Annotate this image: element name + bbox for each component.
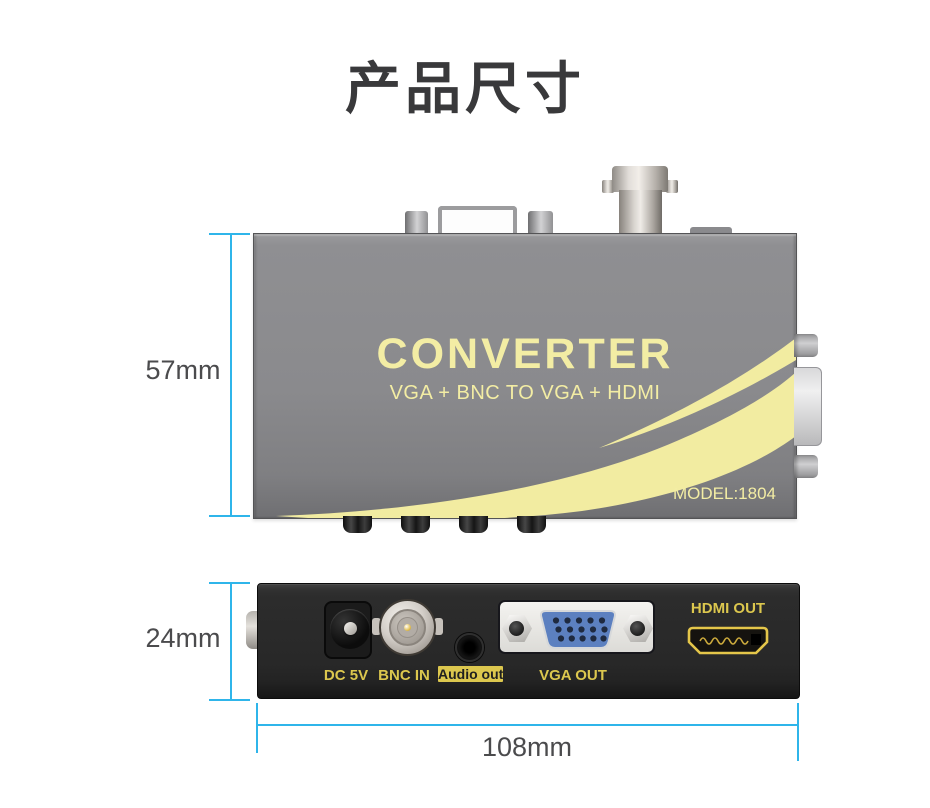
vga-out-connector — [498, 600, 655, 654]
dim-24-cap-top — [209, 582, 250, 584]
dim-label-top-height: 57mm — [145, 355, 221, 385]
dim-108-cap-right — [797, 703, 799, 761]
dim-label-width: 108mm — [481, 732, 573, 762]
device-case: CONVERTER VGA + BNC TO VGA + HDMI MODEL:… — [253, 233, 797, 519]
port-label-bnc: BNC IN — [378, 667, 430, 684]
bnc-in-pin — [404, 624, 411, 631]
hdmi-out-label: HDMI OUT — [690, 600, 766, 617]
bnc-body — [619, 190, 662, 234]
bnc-lug-left — [372, 618, 381, 635]
side-screw-top — [794, 334, 818, 357]
subtitle-text: VGA + BNC TO VGA + HDMI — [389, 382, 661, 404]
port-label-vga: VGA OUT — [539, 667, 607, 684]
vga-hex-nut-left — [502, 615, 532, 642]
dim-57-line — [230, 234, 232, 516]
dim-24-line — [230, 583, 232, 701]
bnc-flange — [612, 166, 668, 192]
vga-hex-nut-right — [623, 615, 653, 642]
side-connector-nub — [246, 611, 259, 649]
port-label-audio-badge: Audio out — [438, 666, 504, 682]
dim-57-cap-top — [209, 233, 250, 235]
dim-label-front-height: 24mm — [145, 623, 221, 653]
vga-screw-post-right — [528, 211, 553, 234]
audio-jack — [455, 633, 484, 662]
dim-108-line — [257, 724, 798, 726]
bnc-bayonet-pin-right — [666, 180, 678, 193]
top-edge-tab — [690, 227, 732, 234]
hdmi-port-icon — [687, 626, 769, 655]
page-title: 产品尺寸 — [345, 56, 585, 122]
vga-screw-hole — [630, 621, 645, 636]
vga-screw-post-left — [405, 211, 428, 234]
model-text: MODEL:1804 — [673, 484, 776, 503]
dim-108-cap-left — [256, 703, 258, 753]
brand-text: CONVERTER — [376, 330, 674, 378]
port-label-dc: DC 5V — [323, 667, 369, 684]
dc-jack-pin — [344, 622, 357, 635]
bnc-bayonet-pin-left — [602, 180, 614, 193]
vga-side-connector — [794, 367, 822, 446]
bottom-edge-connector — [343, 516, 372, 533]
bottom-edge-connector — [401, 516, 430, 533]
bottom-edge-connector — [517, 516, 546, 533]
vga-dsub-icon — [540, 610, 616, 649]
bottom-edge-connector — [459, 516, 488, 533]
dim-57-cap-bottom — [209, 515, 250, 517]
bnc-lug-right — [434, 618, 443, 635]
vga-screw-hole — [509, 621, 524, 636]
vga-shell-outline — [438, 206, 517, 234]
swoosh-graphic — [276, 338, 796, 518]
dim-24-cap-bottom — [209, 699, 250, 701]
side-screw-bottom — [794, 455, 818, 478]
